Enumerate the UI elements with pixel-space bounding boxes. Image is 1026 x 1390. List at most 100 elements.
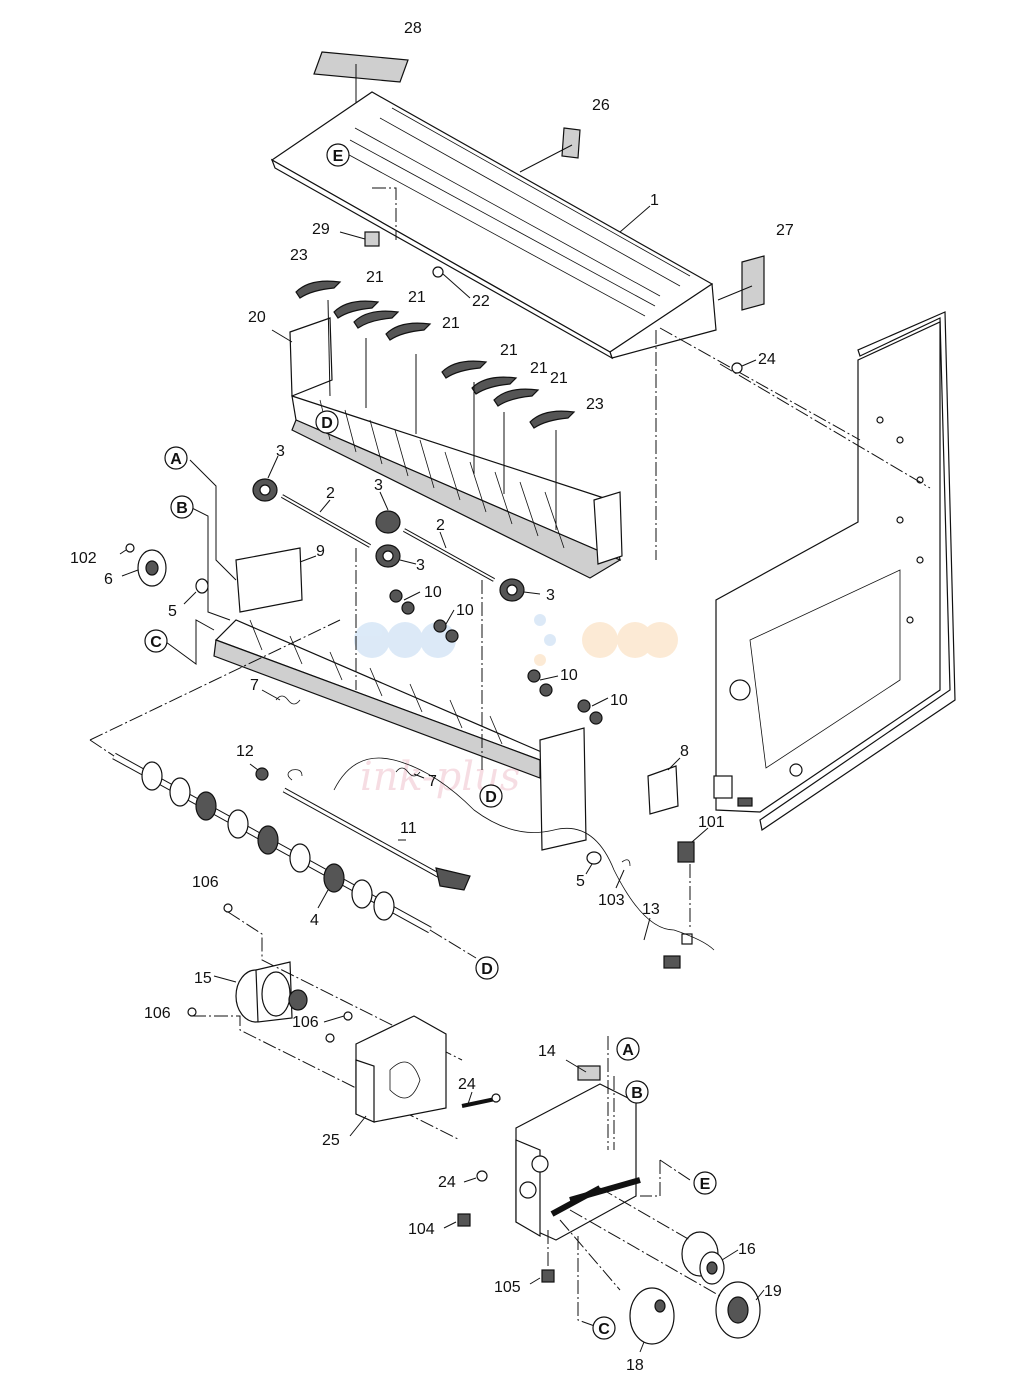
svg-text:D: D — [321, 415, 333, 432]
part-10-small-rollers — [389, 589, 603, 725]
marker-A-right: A — [616, 1037, 640, 1061]
marker-C-right: C — [592, 1316, 616, 1340]
part-5-bushing-right — [586, 851, 602, 865]
part-103-clip — [621, 859, 631, 867]
callout-24-a: 24 — [758, 351, 776, 368]
callout-25: 25 — [322, 1132, 340, 1149]
flapper-levers — [295, 280, 576, 429]
callout-5-a: 5 — [168, 603, 177, 620]
reference-markers: E D A B C D D A — [144, 143, 717, 1340]
callout-21-d: 21 — [500, 342, 518, 359]
callout-19: 19 — [764, 1283, 782, 1300]
part-16-gear-coupling — [681, 1231, 725, 1285]
part-27-side-pad — [741, 255, 765, 311]
callout-16: 16 — [738, 1241, 756, 1258]
callout-21-b: 21 — [408, 289, 426, 306]
callout-7-b: 7 — [428, 773, 437, 790]
part-14-drive-frame — [515, 1065, 641, 1241]
marker-D-lower-guide: D — [479, 784, 503, 808]
callout-3-c: 3 — [416, 557, 425, 574]
callout-28: 28 — [404, 20, 422, 37]
part-20-paper-guide — [289, 317, 623, 579]
callout-14: 14 — [538, 1043, 556, 1060]
callout-1: 1 — [650, 192, 659, 209]
callout-23-b: 23 — [586, 396, 604, 413]
side-frame-panel — [713, 311, 956, 832]
part-26-sticker — [561, 127, 581, 159]
callout-21-e: 21 — [530, 360, 548, 377]
marker-C-left: C — [144, 629, 168, 653]
part-12-spring — [255, 767, 269, 781]
part-7-spring-left — [275, 695, 301, 705]
callout-4: 4 — [310, 912, 319, 929]
callout-106-a: 106 — [192, 874, 219, 891]
part-25-gear-bracket — [355, 1015, 447, 1123]
svg-text:B: B — [176, 500, 188, 517]
callout-26: 26 — [592, 97, 610, 114]
callout-10-b: 10 — [456, 602, 474, 619]
callout-103: 103 — [598, 892, 625, 909]
svg-text:A: A — [622, 1042, 634, 1059]
callout-3-a: 3 — [276, 443, 285, 460]
svg-text:A: A — [170, 451, 182, 468]
part-106-screw-2 — [187, 1007, 197, 1017]
callout-106-c: 106 — [292, 1014, 319, 1031]
part-15-motor — [235, 961, 308, 1023]
callout-21-f: 21 — [550, 370, 568, 387]
callout-104: 104 — [408, 1221, 435, 1238]
svg-text:C: C — [598, 1321, 610, 1338]
part-1-top-cover — [270, 91, 717, 360]
callout-9: 9 — [316, 543, 325, 560]
callout-2-a: 2 — [326, 485, 335, 502]
callout-101: 101 — [698, 814, 725, 831]
callout-18: 18 — [626, 1357, 644, 1374]
callout-2-b: 2 — [436, 517, 445, 534]
marker-D-guide: D — [315, 410, 339, 434]
marker-E-right: E — [693, 1171, 717, 1195]
part-101-sensor-cap — [681, 933, 693, 945]
svg-text:D: D — [485, 789, 497, 806]
callout-13: 13 — [642, 901, 660, 918]
part-105-connector — [541, 1269, 555, 1283]
callout-6: 6 — [104, 571, 113, 588]
callout-24-c: 24 — [438, 1174, 456, 1191]
marker-B-right: B — [625, 1080, 649, 1104]
svg-text:C: C — [150, 634, 162, 651]
callout-105: 105 — [494, 1279, 521, 1296]
callout-7-a: 7 — [250, 677, 259, 694]
part-24-screws-lower — [461, 1093, 501, 1182]
part-13-cable — [333, 757, 715, 951]
part-24-screw-top — [731, 362, 743, 374]
svg-text:E: E — [700, 1176, 711, 1193]
callout-3-b: 3 — [374, 477, 383, 494]
part-11-rod — [282, 769, 471, 891]
callout-21-a: 21 — [366, 269, 384, 286]
callout-12: 12 — [236, 743, 254, 760]
part-3-rollers — [252, 478, 525, 602]
part-4-feed-roller-shaft — [112, 752, 432, 934]
svg-text:E: E — [333, 148, 344, 165]
part-106-screw-3 — [343, 1011, 353, 1021]
callout-10-a: 10 — [424, 584, 442, 601]
part-9-lower-guide — [213, 547, 587, 851]
callout-24-b: 24 — [458, 1076, 476, 1093]
marker-A-left: A — [164, 446, 188, 470]
svg-text:D: D — [481, 961, 493, 978]
callout-10-c: 10 — [560, 667, 578, 684]
part-2-shafts — [281, 494, 495, 582]
part-106-screw-1 — [223, 903, 233, 913]
marker-B-left: B — [170, 495, 194, 519]
part-19-gear — [715, 1281, 761, 1339]
part-28-label-sticker — [313, 51, 409, 83]
callout-5-b: 5 — [576, 873, 585, 890]
callout-10-d: 10 — [610, 692, 628, 709]
callout-8: 8 — [680, 743, 689, 760]
callout-11: 11 — [400, 820, 417, 837]
marker-D-shaft: D — [475, 956, 499, 980]
callout-29: 29 — [312, 221, 330, 238]
callout-102: 102 — [70, 550, 97, 567]
part-18-gear — [629, 1287, 675, 1345]
part-8-sensor-bracket — [647, 765, 679, 815]
callout-23-a: 23 — [290, 247, 308, 264]
part-13-connector — [663, 955, 681, 969]
